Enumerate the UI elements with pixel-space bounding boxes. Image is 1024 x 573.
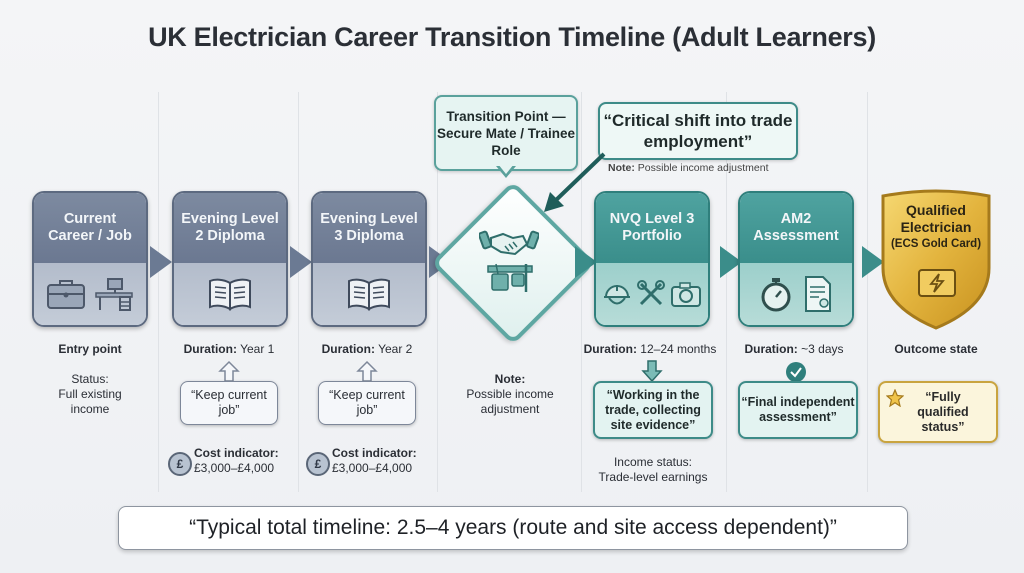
duration-heading: Duration: bbox=[744, 342, 798, 356]
open-book-icon bbox=[346, 277, 392, 311]
duration-label: Duration: ~3 days bbox=[732, 342, 856, 357]
entry-point-label: Entry point bbox=[58, 342, 122, 356]
keep-job-bubble: “Keep current job” bbox=[180, 381, 278, 425]
duration-value: ~3 days bbox=[801, 342, 844, 356]
transition-point-bubble: Transition Point — Secure Mate / Trainee… bbox=[434, 95, 578, 171]
column-divider bbox=[581, 92, 582, 492]
pound-coin-icon: £ bbox=[168, 452, 192, 476]
column-divider bbox=[437, 92, 438, 492]
stage-subtitle: (ECS Gold Card) bbox=[890, 238, 982, 250]
flow-arrow bbox=[150, 246, 172, 278]
duration-heading: Duration: bbox=[321, 342, 375, 356]
income-status: Income status: Trade-level earnings bbox=[584, 455, 722, 485]
duration-heading: Duration: bbox=[183, 342, 237, 356]
flow-arrow bbox=[720, 246, 742, 278]
note-heading: Note: bbox=[494, 372, 526, 386]
page-title: UK Electrician Career Transition Timelin… bbox=[148, 22, 876, 52]
column-divider bbox=[158, 92, 159, 492]
note-text: Possible income adjustment bbox=[637, 162, 769, 174]
up-arrow-icon bbox=[218, 360, 240, 382]
callout-note: Note: Possible income adjustment bbox=[608, 162, 769, 174]
tool-belt-icon bbox=[486, 262, 534, 294]
note-label: Note: bbox=[608, 162, 635, 174]
working-trade-bubble: “Working in the trade, collecting site e… bbox=[593, 381, 713, 439]
stage-title: Evening Level 2 Diploma bbox=[174, 193, 286, 263]
stage-qualified-electrician: Qualified Electrician (ECS Gold Card) bbox=[877, 188, 995, 330]
final-assessment-bubble: “Final independent assessment” bbox=[738, 381, 858, 439]
tools-icon bbox=[636, 279, 666, 309]
stage-am2-assessment: AM2 Assessment bbox=[738, 191, 854, 327]
duration-value: Year 1 bbox=[240, 342, 275, 356]
income-heading: Income status: bbox=[613, 455, 693, 469]
star-icon bbox=[886, 389, 904, 407]
callout-pointer-arrow bbox=[544, 152, 606, 212]
stage-title: NVQ Level 3 Portfolio bbox=[596, 193, 708, 263]
stage-level2-diploma: Evening Level 2 Diploma bbox=[172, 191, 288, 327]
camera-icon bbox=[670, 280, 702, 308]
keep-job-bubble: “Keep current job” bbox=[318, 381, 416, 425]
duration-heading: Duration: bbox=[583, 342, 637, 356]
stage-title: Current Career / Job bbox=[34, 193, 146, 263]
certificate-icon bbox=[803, 275, 833, 313]
status-heading: Status: bbox=[71, 372, 109, 386]
duration-label: Duration: Year 1 bbox=[168, 342, 290, 357]
bubble-tail bbox=[498, 164, 514, 174]
cost-label: Cost indicator: bbox=[332, 446, 417, 460]
duration-value: 12–24 months bbox=[640, 342, 717, 356]
pound-coin-icon: £ bbox=[306, 452, 330, 476]
fully-qualified-bubble: “Fully qualified status” bbox=[878, 381, 998, 443]
flow-arrow bbox=[290, 246, 312, 278]
stage-level3-diploma: Evening Level 3 Diploma bbox=[311, 191, 427, 327]
stage-current-career: Current Career / Job bbox=[32, 191, 148, 327]
note-text: Possible income adjustment bbox=[466, 387, 554, 416]
cost-indicator: Cost indicator:£3,000–£4,000 bbox=[194, 446, 279, 476]
column-divider bbox=[867, 92, 868, 492]
stage-title: AM2 Assessment bbox=[740, 193, 852, 263]
up-arrow-icon bbox=[356, 360, 378, 382]
open-book-icon bbox=[207, 277, 253, 311]
outcome-state-label: Outcome state bbox=[894, 342, 978, 356]
handshake-icon bbox=[479, 226, 539, 258]
duration-value: Year 2 bbox=[378, 342, 413, 356]
stage-nvq-portfolio: NVQ Level 3 Portfolio bbox=[594, 191, 710, 327]
down-arrow-icon bbox=[641, 360, 663, 383]
desk-computer-icon bbox=[94, 277, 134, 311]
bubble-text: “Fully qualified status” bbox=[917, 389, 969, 434]
stage-title: Evening Level 3 Diploma bbox=[313, 193, 425, 263]
cost-label: Cost indicator: bbox=[194, 446, 279, 460]
lightning-card-icon bbox=[917, 268, 957, 298]
stopwatch-icon bbox=[759, 276, 793, 312]
flow-arrow bbox=[862, 246, 884, 278]
column-divider bbox=[298, 92, 299, 492]
transition-note: Note: Possible income adjustment bbox=[450, 372, 570, 417]
column-divider bbox=[726, 92, 727, 492]
cost-indicator: Cost indicator:£3,000–£4,000 bbox=[332, 446, 417, 476]
cost-value: £3,000–£4,000 bbox=[332, 461, 413, 475]
duration-label: Duration: 12–24 months bbox=[580, 342, 720, 357]
briefcase-icon bbox=[46, 278, 86, 310]
flow-arrow bbox=[575, 246, 597, 278]
status-text: Full existing income bbox=[58, 387, 122, 416]
summary-banner: “Typical total timeline: 2.5–4 years (ro… bbox=[118, 506, 908, 550]
duration-label: Duration: Year 2 bbox=[306, 342, 428, 357]
stage-title-line: Qualified bbox=[906, 202, 966, 218]
critical-shift-callout: “Critical shift into trade employment” bbox=[598, 102, 798, 160]
income-text: Trade-level earnings bbox=[598, 470, 708, 484]
status-block: Status: Full existing income bbox=[32, 372, 148, 417]
check-circle-icon bbox=[786, 362, 806, 382]
hard-hat-icon bbox=[602, 279, 632, 309]
cost-value: £3,000–£4,000 bbox=[194, 461, 275, 475]
stage-title-line: Electrician bbox=[900, 219, 972, 235]
